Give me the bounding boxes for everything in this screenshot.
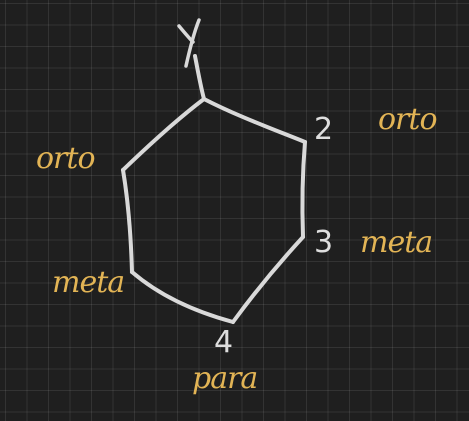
position-4-number: 4 xyxy=(214,325,233,360)
left-lower-label: meta xyxy=(52,265,125,300)
ring-bond-1-2 xyxy=(202,97,307,144)
ring-bond-3-4 xyxy=(231,235,305,324)
position-3-name: meta xyxy=(360,225,433,260)
position-2-name: orto xyxy=(378,102,438,137)
ring-bond-2-3 xyxy=(300,140,307,239)
position-4-name: para xyxy=(192,361,258,396)
left-upper-label: orto xyxy=(36,141,96,176)
position-3-number: 3 xyxy=(314,225,333,260)
ring-bond-4-5 xyxy=(130,270,235,324)
ring-bond-6-1 xyxy=(121,97,206,172)
position-2-number: 2 xyxy=(314,112,333,147)
substituent-letter xyxy=(177,18,201,68)
substituent-bond xyxy=(193,54,206,101)
ring-bond-5-6 xyxy=(121,168,134,274)
